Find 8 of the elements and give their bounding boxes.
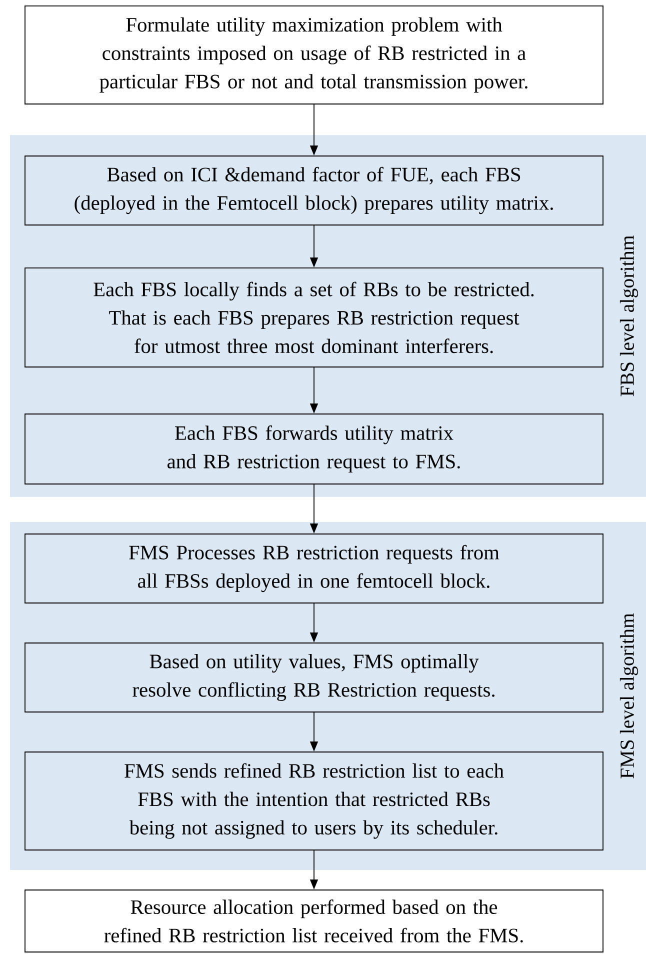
process-box: Formulate utility maximization problem with constraints imposed on usage of RB restricted in a particular FBS or not and total transmission power.: [24, 6, 604, 104]
process-box: FMS sends refined RB restriction list to each FBS with the intention that restricted RBs being not assigned to users by its scheduler.: [24, 752, 604, 850]
process-box: FMS Processes RB restriction requests from all FBSs deployed in one femtocell block.: [24, 534, 604, 604]
process-box: Based on utility values, FMS optimally resolve conflicting RB Restriction requests.: [24, 642, 604, 712]
process-box: Each FBS locally finds a set of RBs to be restricted. That is each FBS prepares RB restriction request for utmost three most dominant interferers.: [24, 268, 604, 368]
process-box: Each FBS forwards utility matrix and RB restriction request to FMS.: [24, 414, 604, 484]
process-box: Resource allocation performed based on the refined RB restriction list received from the FMS.: [24, 890, 604, 952]
process-box: Based on ICI &demand factor of FUE, each FBS (deployed in the Femtocell block) prepares utility matrix.: [24, 156, 604, 226]
